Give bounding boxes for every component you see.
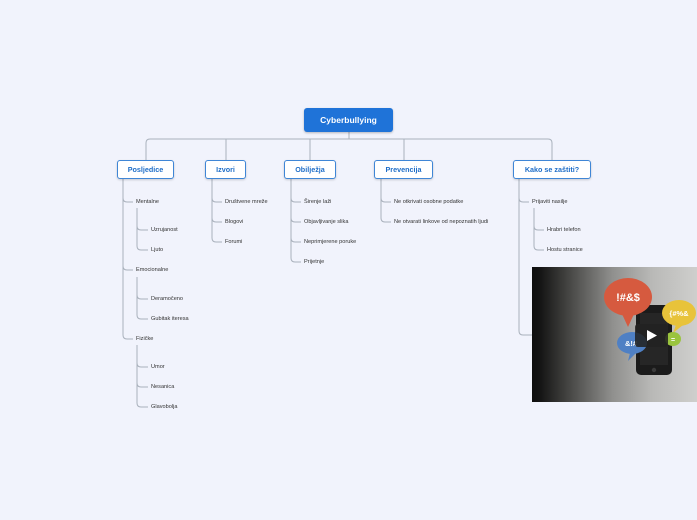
branch-prevencija[interactable]: Prevencija	[374, 160, 433, 179]
video-illustration: !#&$ {#%& &!# =	[604, 278, 696, 375]
topic-ljuto[interactable]: Ljuto	[151, 247, 164, 253]
topic-mentalne[interactable]: Mentalne	[136, 199, 160, 205]
topic-deramoceno[interactable]: Deramočeno	[151, 296, 184, 302]
topic-fizicke[interactable]: Fizičke	[136, 336, 154, 342]
bubble-text-blue: &!#	[625, 339, 638, 348]
topic-sirenje-lazi[interactable]: Širenje laži	[304, 199, 332, 205]
topic-glavobolja[interactable]: Glavobolja	[151, 404, 178, 410]
topic-blogovi[interactable]: Blogovi	[225, 219, 244, 225]
topic-prijetnje[interactable]: Prijetnje	[304, 259, 325, 265]
topic-uzrujanost[interactable]: Uzrujanost	[151, 227, 178, 233]
topic-hrabri-telefon[interactable]: Hrabri telefon	[547, 227, 581, 233]
topic-nesanica[interactable]: Nesanica	[151, 384, 175, 390]
topic-prijaviti-nasilje[interactable]: Prijaviti nasilje	[532, 199, 568, 205]
topic-gubitak-iteresa[interactable]: Gubitak iteresa	[151, 316, 189, 322]
branch-obiljezja[interactable]: Obilježja	[284, 160, 336, 179]
branch-posljedice[interactable]: Posljedice	[117, 160, 174, 179]
topic-umor[interactable]: Umor	[151, 364, 165, 370]
video-thumbnail[interactable]: !#&$ {#%& &!# =	[532, 267, 697, 402]
bubble-text-green: =	[671, 337, 675, 344]
topic-ne-otvarati-linkove[interactable]: Ne otvarati linkove od nepoznatih ljudi	[394, 219, 489, 225]
play-icon	[647, 330, 657, 341]
speech-bubble-yellow	[662, 300, 696, 326]
branch-izvori[interactable]: Izvori	[205, 160, 246, 179]
bubble-text-yellow: {#%&	[669, 309, 689, 318]
topic-drustvene-mreze[interactable]: Društvene mreže	[225, 199, 268, 205]
topic-objavljivanje-slika[interactable]: Objavljivanje slika	[304, 219, 349, 225]
bubble-text-red: !#&$	[616, 292, 640, 304]
branch-kako-se-zastiti[interactable]: Kako se zaštiti?	[513, 160, 591, 179]
topic-forumi[interactable]: Forumi	[225, 239, 243, 245]
topic-emocionalne[interactable]: Emocionalne	[136, 267, 169, 273]
topic-hostu-stranice[interactable]: Hostu stranice	[547, 247, 583, 253]
speech-bubble-red	[604, 278, 652, 316]
topic-neprimjerene-poruke[interactable]: Neprimjerene poruke	[304, 239, 357, 245]
root-node-cyberbullying[interactable]: Cyberbullying	[304, 108, 393, 132]
speech-bubble-green	[665, 332, 681, 346]
topic-ne-otkrivati-podatke[interactable]: Ne otkrivati osobne podatke	[394, 199, 464, 205]
